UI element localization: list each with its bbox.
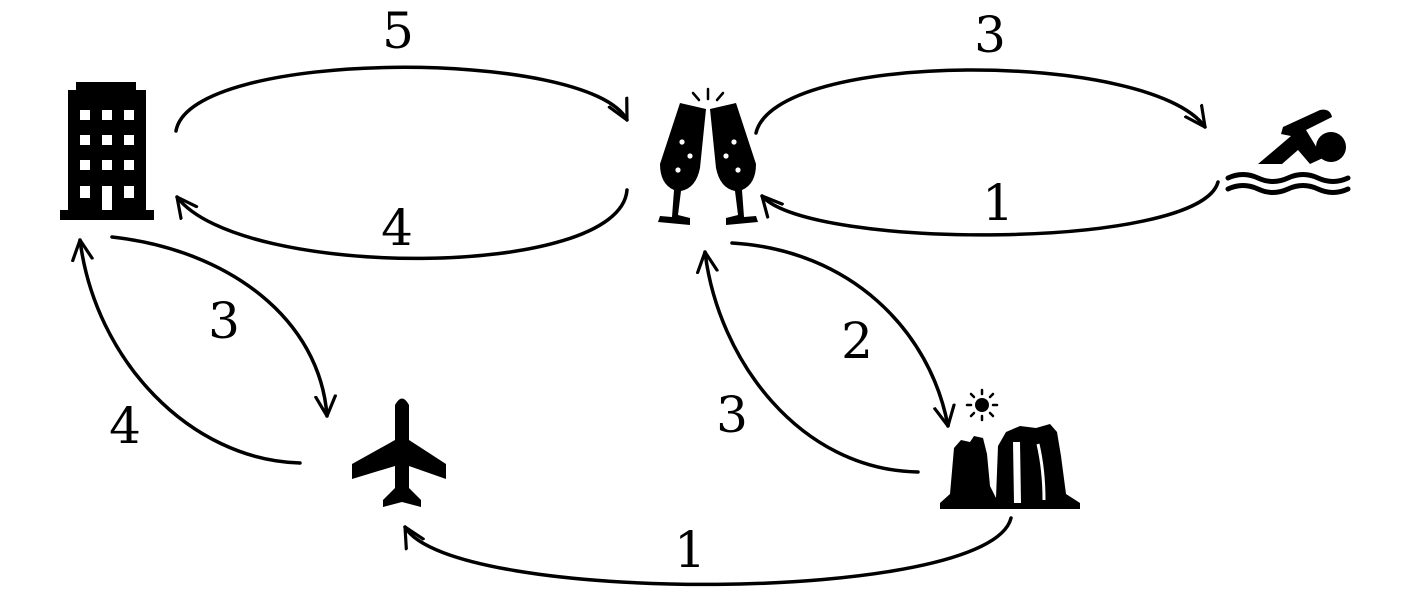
weight-airport-to-hotel: 4 <box>109 397 141 455</box>
weight-landmark-to-airport: 1 <box>674 521 706 579</box>
rock-formation-sun-icon <box>940 388 1080 509</box>
edge-airport-to-hotel <box>80 238 302 465</box>
edge-landmark-to-bar <box>705 250 920 474</box>
edge-bar-to-beach <box>754 68 1207 135</box>
edge-landmark-to-airport <box>403 516 1013 587</box>
hotel-building-icon <box>60 82 154 220</box>
airplane-icon <box>352 398 446 507</box>
weight-bar-to-beach: 3 <box>974 6 1006 64</box>
weight-beach-to-bar: 1 <box>982 174 1014 232</box>
edge-beach-to-bar <box>760 180 1220 237</box>
edge-bar-to-landmark <box>730 241 948 428</box>
edge-hotel-to-bar <box>174 65 629 133</box>
weight-hotel-to-airport: 3 <box>208 292 240 350</box>
weight-bar-to-hotel: 4 <box>381 199 413 257</box>
edge-bar-to-hotel <box>175 188 629 261</box>
swimmer-icon <box>1225 109 1351 195</box>
edge-hotel-to-airport <box>110 235 327 418</box>
champagne-toast-icon <box>658 87 758 225</box>
weight-bar-to-landmark: 2 <box>841 312 873 370</box>
weight-hotel-to-bar: 5 <box>382 2 414 60</box>
weight-landmark-to-bar: 3 <box>716 386 748 444</box>
